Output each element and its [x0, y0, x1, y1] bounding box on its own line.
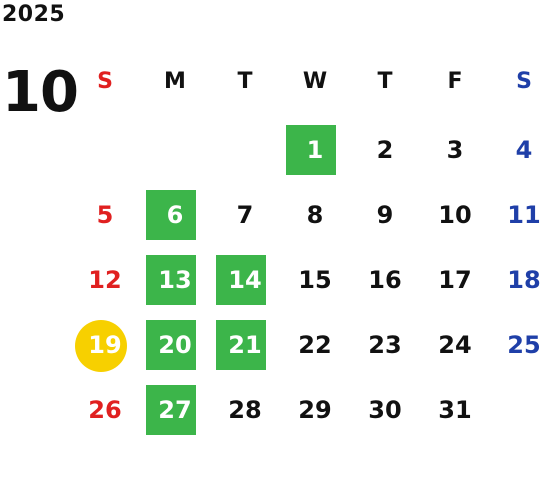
day-cell: 5 [70, 190, 140, 240]
weekday-header: S M T W T F S [70, 56, 548, 106]
day-number: 3 [446, 136, 464, 164]
weekday-fri: F [447, 68, 463, 94]
day-cell: 10 [420, 190, 490, 240]
day-cell: 24 [420, 320, 490, 370]
day-number: 15 [298, 266, 332, 294]
day-number: 16 [368, 266, 402, 294]
day-cell: 9 [350, 190, 420, 240]
week-row: 26 27 28 29 30 31 [70, 385, 548, 435]
day-number: 5 [96, 201, 114, 229]
week-row: 19 20 21 22 23 24 25 [70, 320, 548, 372]
day-cell: 13 [140, 255, 210, 305]
week-row: 5 6 7 8 9 10 11 [70, 190, 548, 240]
day-number: 10 [438, 201, 472, 229]
weekday-thu: T [377, 68, 393, 94]
day-number: 30 [368, 396, 402, 424]
day-cell: 18 [490, 255, 548, 305]
day-number: 18 [507, 266, 541, 294]
day-cell: 27 [140, 385, 210, 435]
weekday-sat: S [516, 68, 532, 94]
day-cell: 7 [210, 190, 280, 240]
day-number: 24 [438, 331, 472, 359]
day-number: 20 [158, 331, 192, 359]
day-cell: 2 [350, 125, 420, 175]
day-cell: 21 [210, 320, 280, 370]
day-cell: 12 [70, 255, 140, 305]
day-number: 9 [376, 201, 394, 229]
day-number: 1 [306, 136, 324, 164]
day-cell: 17 [420, 255, 490, 305]
empty-day-cell [70, 125, 140, 175]
day-number: 12 [88, 266, 122, 294]
day-cell: 28 [210, 385, 280, 435]
day-number: 6 [166, 201, 184, 229]
empty-day-cell [140, 125, 210, 175]
empty-day-cell [490, 385, 548, 435]
weekday-sun: S [97, 68, 113, 94]
day-number: 7 [236, 201, 254, 229]
day-number: 14 [228, 266, 262, 294]
day-number: 27 [158, 396, 192, 424]
day-number: 8 [306, 201, 324, 229]
day-cell: 16 [350, 255, 420, 305]
day-cell: 1 [280, 125, 350, 175]
day-number: 23 [368, 331, 402, 359]
day-cell: 23 [350, 320, 420, 370]
day-number: 28 [228, 396, 262, 424]
day-number: 4 [515, 136, 533, 164]
day-cell: 14 [210, 255, 280, 305]
empty-day-cell [210, 125, 280, 175]
day-cell: 11 [490, 190, 548, 240]
day-number: 17 [438, 266, 472, 294]
day-cell: 3 [420, 125, 490, 175]
day-number: 25 [507, 331, 541, 359]
day-number: 11 [507, 201, 541, 229]
weekday-mon: M [164, 68, 186, 94]
day-number: 26 [88, 396, 122, 424]
day-cell: 4 [490, 125, 548, 175]
day-number: 22 [298, 331, 332, 359]
day-cell: 19 [70, 320, 140, 372]
day-number: 19 [88, 331, 122, 359]
day-cell: 26 [70, 385, 140, 435]
day-cell: 30 [350, 385, 420, 435]
day-number: 2 [376, 136, 394, 164]
day-number: 31 [438, 396, 472, 424]
day-cell: 29 [280, 385, 350, 435]
year-label: 2025 [2, 2, 66, 27]
weekday-tue: T [237, 68, 253, 94]
week-row: 1 2 3 4 [70, 125, 548, 175]
day-cell: 15 [280, 255, 350, 305]
weekday-wed: W [302, 68, 328, 94]
day-number: 29 [298, 396, 332, 424]
day-cell: 8 [280, 190, 350, 240]
week-row: 12 13 14 15 16 17 18 [70, 255, 548, 305]
day-cell: 20 [140, 320, 210, 370]
day-cell: 22 [280, 320, 350, 370]
day-cell: 25 [490, 320, 548, 370]
day-number: 13 [158, 266, 192, 294]
day-cell: 31 [420, 385, 490, 435]
month-number: 10 [2, 60, 79, 125]
day-cell: 6 [140, 190, 210, 240]
day-number: 21 [228, 331, 262, 359]
